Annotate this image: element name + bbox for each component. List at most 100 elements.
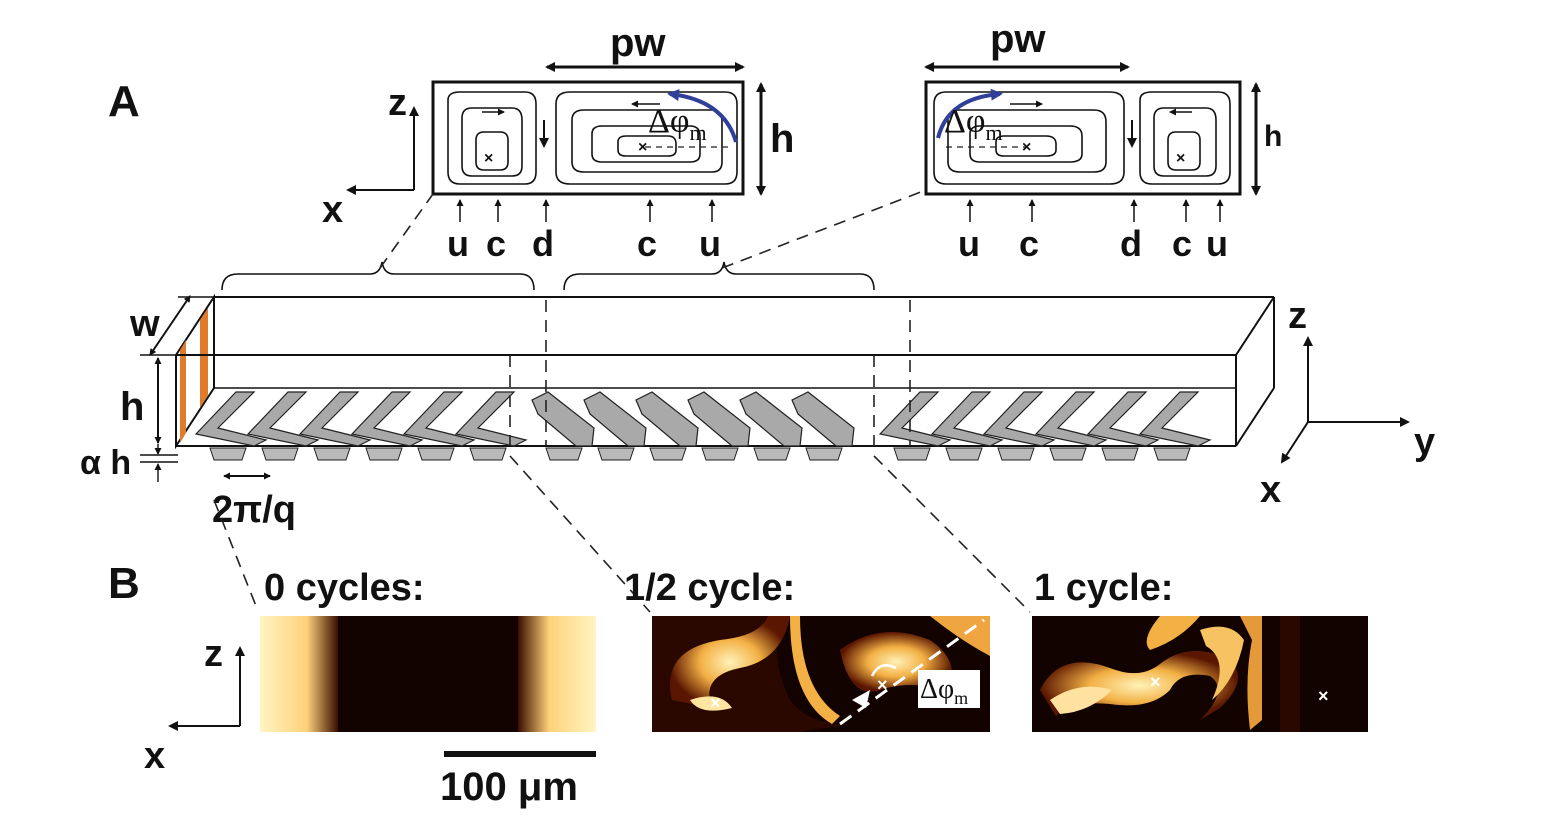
groove-1-0 bbox=[531, 391, 595, 447]
groove-0-4 bbox=[402, 391, 476, 447]
left-marker-d: d bbox=[532, 223, 554, 264]
left-roll-small-inner bbox=[461, 107, 523, 177]
image-half-cycle: × × Δφm bbox=[652, 616, 990, 732]
groove-base-2-1 bbox=[945, 447, 983, 461]
groove-2-0 bbox=[878, 391, 952, 447]
groove-base-1-0 bbox=[545, 447, 583, 461]
right-section-brace bbox=[563, 261, 875, 291]
left-roll-large-core bbox=[617, 135, 677, 157]
left-markers bbox=[456, 199, 716, 222]
groove-base-2-4 bbox=[1101, 447, 1139, 461]
groove-2-1 bbox=[930, 391, 1004, 447]
right-roll-small-core bbox=[1167, 131, 1201, 171]
right-roll-large bbox=[933, 91, 1125, 185]
right-markers bbox=[966, 199, 1224, 222]
right-center-mark-2: × bbox=[1176, 150, 1185, 167]
zoom-line-b3 bbox=[873, 455, 1031, 613]
groove-2-3 bbox=[1034, 391, 1108, 447]
right-marker-c1: c bbox=[1019, 223, 1039, 264]
channel-far-edge-1 bbox=[1235, 296, 1275, 356]
groove-0-0 bbox=[194, 391, 268, 447]
groove-base-1-2 bbox=[649, 447, 687, 461]
groove-1-1 bbox=[583, 391, 647, 447]
left-angle-label: Δφm bbox=[648, 103, 707, 145]
left-roll-large bbox=[555, 91, 738, 185]
left-axis-x-label: x bbox=[322, 189, 343, 231]
groove-1-4 bbox=[739, 391, 803, 447]
channel-axis-x bbox=[1280, 421, 1309, 464]
panel-b-label: B bbox=[108, 559, 140, 608]
channel-axis-y-label: y bbox=[1414, 421, 1435, 463]
groove-base-1-3 bbox=[701, 447, 739, 461]
svg-text:×: × bbox=[1150, 672, 1161, 692]
right-cross-section: × × Δφm pw h u c d c u bbox=[924, 17, 1282, 264]
right-marker-d: d bbox=[1120, 223, 1142, 264]
right-section-frame bbox=[924, 80, 1242, 196]
groove-1-5 bbox=[791, 391, 855, 447]
image-half-angle-label: Δφm bbox=[920, 674, 968, 708]
groove-0-5 bbox=[454, 391, 528, 447]
image-0-title: 0 cycles: bbox=[264, 567, 425, 609]
channel-width-arrow bbox=[149, 295, 191, 356]
groove-2-2 bbox=[982, 391, 1056, 447]
herringbone-grooves bbox=[194, 391, 1212, 461]
right-roll-large-mid bbox=[969, 125, 1083, 163]
groove-0-3 bbox=[350, 391, 424, 447]
groove-2-5 bbox=[1138, 391, 1212, 447]
left-roll-large-inner bbox=[571, 109, 723, 173]
groove-base-0-3 bbox=[365, 447, 403, 461]
left-height-label: h bbox=[770, 117, 794, 161]
left-marker-u2: u bbox=[699, 223, 721, 264]
b-axis-x-label: x bbox=[144, 735, 165, 777]
left-roll-small bbox=[447, 91, 537, 185]
zoom-line-left bbox=[379, 193, 434, 269]
svg-text:×: × bbox=[1318, 686, 1329, 706]
left-marker-u1: u bbox=[447, 223, 469, 264]
panel-a-label: A bbox=[108, 77, 140, 126]
groove-base-0-0 bbox=[209, 447, 247, 461]
groove-base-0-5 bbox=[469, 447, 507, 461]
groove-base-0-1 bbox=[261, 447, 299, 461]
groove-base-1-4 bbox=[753, 447, 791, 461]
groove-depth-label: α h bbox=[80, 444, 131, 482]
right-marker-c2: c bbox=[1172, 223, 1192, 264]
image-half-title: 1/2 cycle: bbox=[624, 567, 795, 609]
zoom-line-b2 bbox=[509, 455, 651, 613]
right-roll-small-inner bbox=[1153, 107, 1217, 177]
groove-0-1 bbox=[246, 391, 320, 447]
channel-width-label: w bbox=[129, 303, 160, 345]
zoom-line-right bbox=[721, 189, 927, 269]
groove-base-2-3 bbox=[1049, 447, 1087, 461]
left-cross-section: × × Δφm pw h z x u c d c u bbox=[322, 21, 794, 264]
groove-base-2-2 bbox=[997, 447, 1035, 461]
image-1-title: 1 cycle: bbox=[1034, 567, 1173, 609]
right-marker-u2: u bbox=[1206, 223, 1228, 264]
right-width-label: pw bbox=[990, 17, 1046, 61]
svg-text:×: × bbox=[877, 675, 888, 695]
channel-end-stripe-1 bbox=[180, 340, 186, 443]
groove-1-2 bbox=[635, 391, 699, 447]
image-0-cycles bbox=[260, 616, 596, 732]
left-marker-c2: c bbox=[637, 223, 657, 264]
left-center-mark-1: × bbox=[484, 150, 493, 167]
scale-bar-label: 100 μm bbox=[440, 765, 578, 809]
left-roll-small-core bbox=[475, 131, 509, 171]
left-roll-large-mid bbox=[591, 125, 701, 163]
right-angle-label: Δφm bbox=[944, 103, 1003, 145]
left-axis-z-label: z bbox=[388, 82, 407, 124]
b-axis-z-label: z bbox=[204, 633, 223, 675]
channel-far-edge-4 bbox=[1235, 387, 1275, 447]
left-section-brace bbox=[221, 261, 535, 291]
left-marker-c1: c bbox=[486, 223, 506, 264]
groove-1-3 bbox=[687, 391, 751, 447]
groove-base-1-1 bbox=[597, 447, 635, 461]
groove-period-label: 2π/q bbox=[212, 489, 296, 531]
groove-base-0-4 bbox=[417, 447, 455, 461]
right-angle-arc bbox=[936, 88, 1003, 139]
groove-0-2 bbox=[298, 391, 372, 447]
channel-axis-z-label: z bbox=[1288, 295, 1307, 337]
right-roll-small bbox=[1139, 91, 1231, 185]
right-marker-u1: u bbox=[958, 223, 980, 264]
channel-axis-x-label: x bbox=[1260, 469, 1281, 511]
